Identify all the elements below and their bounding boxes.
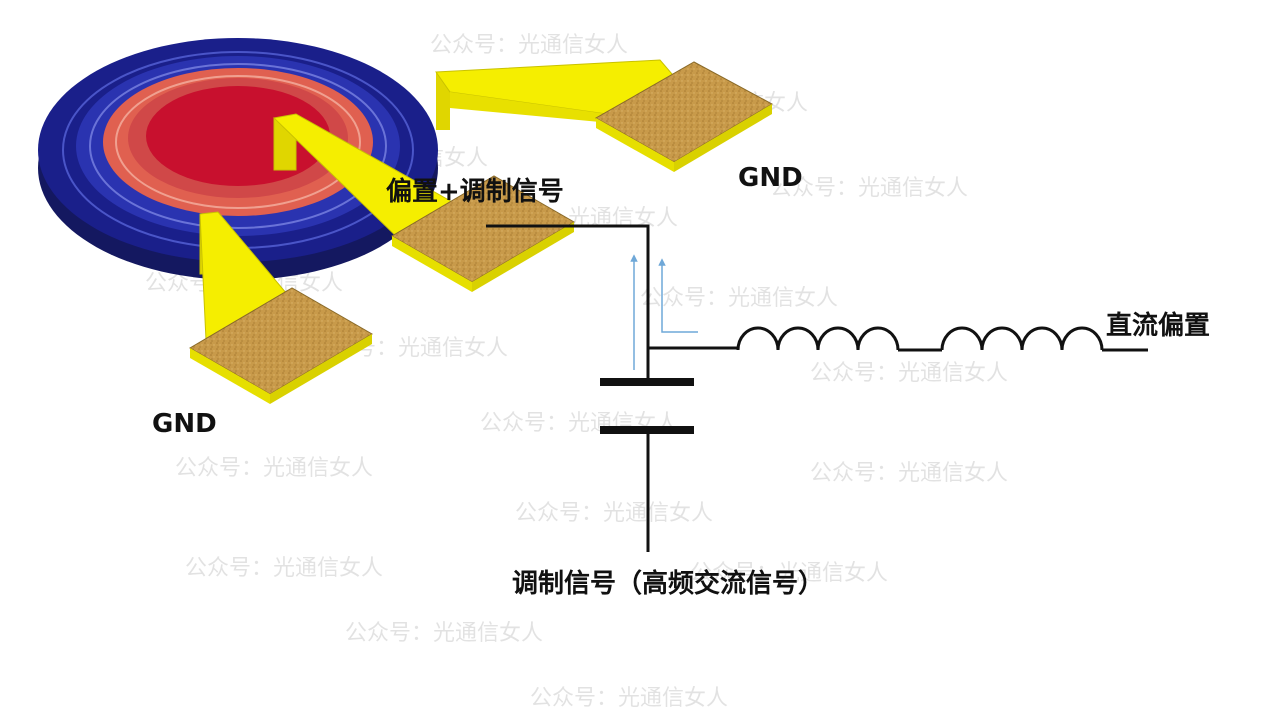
watermark: 公众号：光通信女人 [810, 361, 1008, 386]
watermark: 公众号：光通信女人 [430, 33, 628, 58]
inductor-2 [940, 326, 1104, 351]
signal-pad [272, 113, 575, 292]
arrow-dc [658, 258, 698, 333]
gnd-pad-bottom [189, 211, 373, 404]
signal-pad-side [392, 236, 472, 292]
signal-pad-front [472, 222, 574, 292]
watermark: 公众号：光通信女人 [810, 461, 1008, 486]
watermark: 公众号：光通信女人 [515, 501, 713, 526]
inductor-1 [736, 326, 900, 351]
gnd-bottom-pad-side [190, 348, 270, 404]
current-arrows [630, 254, 698, 370]
label-dc-bias: 直流偏置 [1106, 310, 1210, 341]
gnd-top-pad-front [674, 104, 772, 172]
circuit [486, 224, 1148, 552]
ring-mid-edge [89, 63, 387, 229]
laser-chip [38, 38, 438, 280]
watermark: 公众号：光通信女人 [175, 456, 373, 481]
signal-wire [486, 224, 650, 384]
gnd-pad-top [435, 59, 774, 172]
label-gnd-bottom: GND [152, 409, 217, 439]
watermark: 公众号：光通信女人 [345, 621, 543, 646]
watermark: 公众号：光通信女人 [185, 556, 383, 581]
watermark: 公众号：光通信女人 [640, 286, 838, 311]
label-gnd-top: GND [738, 163, 803, 193]
watermark: 公众号：光通信女人 [690, 561, 888, 586]
capacitor-plate-top [600, 378, 694, 386]
watermark: 公众号：光通信女人 [770, 176, 968, 201]
ring-red-edge [115, 75, 361, 209]
gnd-top-pad-side [596, 118, 674, 172]
watermark: 公众号：光通信女人 [530, 686, 728, 711]
capacitor-plate-bottom [600, 426, 694, 434]
gnd-bottom-pad-front [270, 334, 372, 404]
label-bias-modulation: 偏置+调制信号 [386, 176, 564, 207]
label-modulation-signal: 调制信号（高频交流信号） [512, 568, 824, 599]
